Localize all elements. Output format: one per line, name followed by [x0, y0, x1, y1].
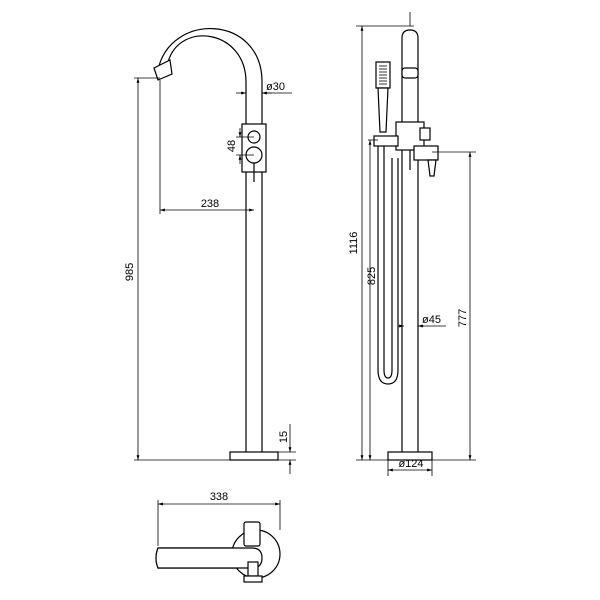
- right-base-plate: [387, 451, 433, 461]
- right-vertical-pipe: [401, 29, 419, 452]
- dim-label-d30: ø30: [266, 81, 285, 93]
- dim-label-238: 238: [201, 198, 219, 210]
- dimension-valve-height: 777: [432, 151, 476, 461]
- dim-label-48: 48: [226, 140, 238, 152]
- left-base-plate: [229, 451, 279, 461]
- dim-label-d45: ø45: [422, 314, 441, 326]
- dimension-pipe-diameter: ø30: [236, 81, 292, 95]
- dim-label-777: 777: [457, 309, 469, 327]
- top-view: 338: [155, 491, 281, 583]
- dim-label-338: 338: [210, 491, 228, 503]
- dimension-spout-reach: 238: [159, 80, 254, 214]
- top-mixer-body: [243, 521, 261, 547]
- dimension-hose-height: 825: [366, 139, 378, 460]
- shower-holder-and-valve: [373, 121, 439, 177]
- dim-label-15: 15: [278, 431, 290, 443]
- top-handle-lever: [243, 575, 263, 583]
- top-handle-knob: [247, 561, 259, 577]
- dim-label-985: 985: [124, 263, 136, 281]
- gooseneck-spout: [153, 28, 263, 83]
- dimension-total-height: 1116: [348, 25, 414, 461]
- dim-label-d124: ø124: [398, 458, 423, 470]
- dim-label-1116: 1116: [348, 232, 360, 255]
- shower-hose: [377, 146, 399, 385]
- dimension-top-width: 338: [157, 491, 281, 546]
- top-spout-arm-overlay: [155, 547, 263, 569]
- front-view-right: 1116 825 777 ø45 ø124: [348, 12, 476, 476]
- dimension-hose-diameter: ø45: [398, 314, 446, 328]
- dimension-base-thickness: 15: [278, 424, 296, 474]
- dimension-spout-height: 985: [124, 77, 230, 461]
- dimension-base-diameter: ø124: [387, 458, 433, 476]
- side-view-left: 985 238 ø30 48 15: [124, 28, 296, 474]
- dimension-handle-offset: 48: [226, 128, 254, 164]
- dim-label-825: 825: [366, 267, 378, 285]
- hand-shower: [375, 61, 391, 133]
